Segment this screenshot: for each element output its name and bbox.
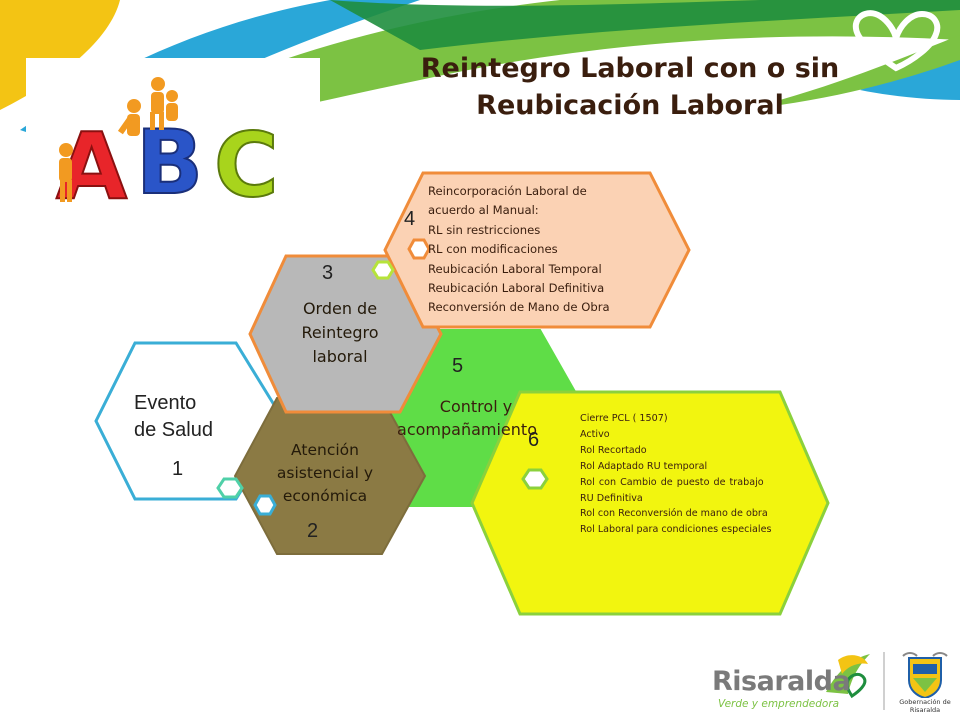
step-2-label: Atención asistencial y económica xyxy=(265,439,385,508)
step-4-heading-line-2: acuerdo al Manual: xyxy=(428,203,539,218)
brand-name: Risaralda xyxy=(712,666,851,697)
connector-hexagon-2 xyxy=(253,494,277,516)
step-3-label: Orden de Reintegro laboral xyxy=(280,297,400,369)
connector-hexagon-6 xyxy=(521,468,549,490)
abc-illustration: A B C xyxy=(55,77,280,221)
connector-hexagon-4 xyxy=(407,238,431,260)
figure-icons xyxy=(59,77,178,202)
letter-c: C xyxy=(214,114,279,217)
brand-tagline: Verde y emprendedora xyxy=(718,698,840,710)
step-6-item: Rol Laboral para condiciones especiales xyxy=(580,524,772,536)
heart-icon xyxy=(852,10,941,72)
step-3-line-2: Reintegro xyxy=(301,323,379,342)
step-4-item: Reconversión de Mano de Obra xyxy=(428,300,610,315)
step-2-line-2: asistencial y xyxy=(276,464,374,482)
step-4-item: Reubicación Laboral Definitiva xyxy=(428,281,605,296)
step-6-number: 6 xyxy=(528,429,540,451)
step-2-line-1: Atención xyxy=(291,441,359,459)
step-6-item: Cierre PCL ( 1507) xyxy=(580,413,668,424)
hexagon-step-4 xyxy=(383,171,691,329)
letter-b: B xyxy=(136,111,203,214)
step-6-item: Rol Recortado xyxy=(580,444,647,456)
step-6-item: Rol con Reconversión de mano de obra xyxy=(580,508,768,520)
step-6-item: RU Definitiva xyxy=(580,492,643,504)
gobernacion-seal: Gobernación de Risaralda xyxy=(897,650,953,716)
page-title: Reintegro Laboral con o sin Reubicación … xyxy=(380,50,880,124)
step-2-number: 2 xyxy=(307,520,319,542)
risaralda-heart-icon xyxy=(826,654,870,699)
step-3-line-1: Orden de xyxy=(302,299,378,318)
step-5-line-1: Control y xyxy=(439,397,513,416)
step-6-item: Activo xyxy=(580,428,610,440)
title-line-2: Reubicación Laboral xyxy=(476,90,784,121)
step-4-heading-line-1: Reincorporación Laboral de xyxy=(428,184,587,198)
title-line-1: Reintegro Laboral con o sin xyxy=(420,53,840,84)
step-5-label: Control y acompañamiento xyxy=(376,395,558,441)
abc-image: A B C xyxy=(26,58,320,226)
step-5-number: 5 xyxy=(452,355,464,377)
step-6-item: Rol Adaptado RU temporal xyxy=(580,460,708,472)
coat-of-arms-icon xyxy=(902,652,948,700)
step-4-number: 4 xyxy=(404,208,416,230)
step-5-line-2: acompañamiento xyxy=(397,420,537,439)
step-2-line-3: económica xyxy=(282,487,368,505)
hexagon-step-6 xyxy=(470,390,830,616)
step-4-item: Reubicación Laboral Temporal xyxy=(428,261,602,276)
logo-divider xyxy=(883,652,885,710)
step-1-number: 1 xyxy=(172,458,184,480)
step-1-line-1: Evento xyxy=(134,392,197,414)
step-1-label: Evento de Salud xyxy=(134,390,213,444)
step-4-label: Reincorporación Laboral de acuerdo al Ma… xyxy=(428,182,610,318)
connector-hexagon-1 xyxy=(216,477,244,499)
step-3-number: 3 xyxy=(322,262,334,284)
seal-caption-line-1: Gobernación de xyxy=(899,698,951,706)
step-4-item: RL con modificaciones xyxy=(428,242,558,257)
risaralda-logo: Risaralda Verde y emprendedora xyxy=(712,650,882,712)
seal-caption: Gobernación de Risaralda xyxy=(897,698,953,714)
step-4-item: RL sin restricciones xyxy=(428,222,541,237)
step-6-item: Rol con Cambio de puesto de trabajo xyxy=(580,476,764,488)
step-4-list: RL sin restricciones RL con modificacion… xyxy=(428,221,610,318)
step-6-list: Cierre PCL ( 1507) Activo Rol Recortado … xyxy=(580,411,771,538)
hexagon-step-1 xyxy=(94,341,286,501)
step-3-line-3: laboral xyxy=(312,347,368,366)
connector-hexagon-3 xyxy=(371,260,395,280)
seal-caption-line-2: Risaralda xyxy=(909,706,941,714)
step-1-line-2: de Salud xyxy=(134,419,213,441)
